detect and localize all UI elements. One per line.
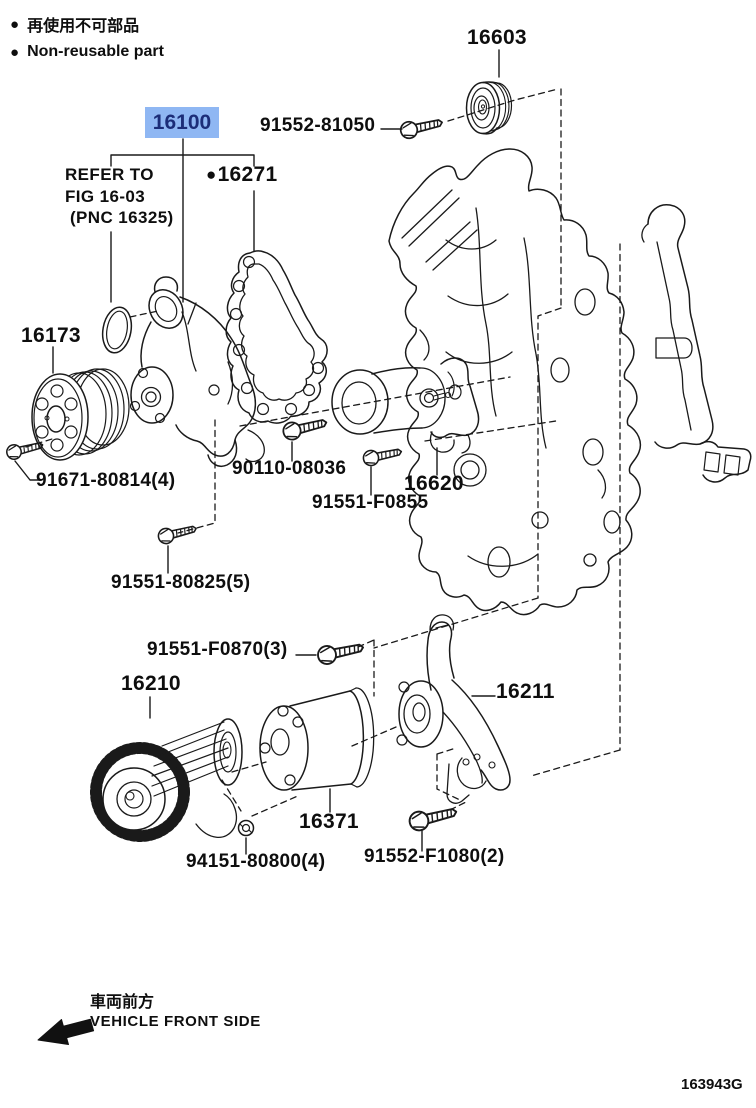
idler-pulley-16603	[465, 81, 513, 135]
part-number-16271: 16271	[217, 163, 278, 186]
part-callout-91552-F1080[interactable]: 91552-F1080(2)	[364, 846, 505, 867]
refer-note-line2: FIG 16-03	[65, 187, 146, 206]
refer-note-line1: REFER TO	[65, 165, 154, 184]
part-callout-16603[interactable]: 16603	[467, 26, 527, 49]
fan-bracket-16211	[396, 614, 511, 804]
o-ring-16325	[101, 306, 133, 354]
part-callout-16173[interactable]: 16173	[21, 324, 81, 347]
part-callout-16210[interactable]: 16210	[121, 672, 181, 695]
vehicle-front-arrow-icon	[37, 1018, 95, 1045]
vehicle-front-label-jp: 車両前方	[90, 994, 155, 1011]
nut-94151-80800-icon	[237, 819, 255, 837]
part-callout-91551-F0870[interactable]: 91551-F0870(3)	[147, 639, 288, 660]
part-callout-90110-08036[interactable]: 90110-08036	[232, 458, 347, 479]
fan-clutch-16210	[90, 718, 243, 842]
bolt-91552-81050-icon	[398, 113, 445, 141]
part-callout-94151-80800[interactable]: 94151-80800(4)	[186, 851, 326, 872]
legend-row-jp: ● 再使用不可部品	[10, 12, 164, 36]
non-reusable-bullet-icon: ●	[10, 15, 20, 33]
engine-block	[388, 148, 752, 616]
part-callout-16211[interactable]: 16211	[496, 680, 555, 703]
diagram-code: 163943G	[681, 1076, 743, 1093]
leader-lines	[14, 49, 500, 855]
pump-pulley-16173	[31, 368, 130, 461]
non-reusable-bullet-icon: ●	[206, 165, 217, 184]
part-callout-16620[interactable]: 16620	[404, 472, 464, 495]
alignment-dashed-lines	[25, 88, 621, 817]
fan-pulley-16371	[259, 687, 375, 791]
bolt-91551-F0855-icon	[361, 443, 404, 468]
part-callout-91552-81050[interactable]: 91552-81050	[260, 115, 376, 136]
part-callout-91551-F0855[interactable]: 91551-F0855	[312, 492, 429, 513]
vehicle-front-label-en: VEHICLE FRONT SIDE	[90, 1013, 261, 1030]
legend-text-jp: 再使用不可部品	[27, 18, 140, 35]
legend-text-en: Non-reusable part	[27, 43, 164, 60]
part-callout-16100-selected[interactable]: 16100	[145, 107, 219, 138]
part-callout-16271[interactable]: ●16271	[206, 164, 277, 185]
non-reusable-bullet-icon: ●	[10, 43, 20, 61]
refer-note-line3: (PNC 16325)	[70, 208, 174, 227]
belt-tensioner-16620	[331, 357, 480, 454]
bolt-91551-F0870-icon	[315, 637, 366, 667]
part-callout-16371[interactable]: 16371	[299, 810, 359, 833]
bolt-91551-80825-icon	[156, 520, 199, 546]
bolt-91552-F1080-icon	[406, 801, 460, 834]
part-callout-91671-80814[interactable]: 91671-80814(4)	[36, 470, 176, 491]
legend: ● 再使用不可部品 ● Non-reusable part	[10, 12, 164, 61]
part-callout-91551-80825[interactable]: 91551-80825(5)	[111, 572, 251, 593]
legend-row-en: ● Non-reusable part	[10, 43, 164, 61]
gasket-16271	[225, 250, 328, 424]
water-pump-16100	[129, 276, 265, 467]
